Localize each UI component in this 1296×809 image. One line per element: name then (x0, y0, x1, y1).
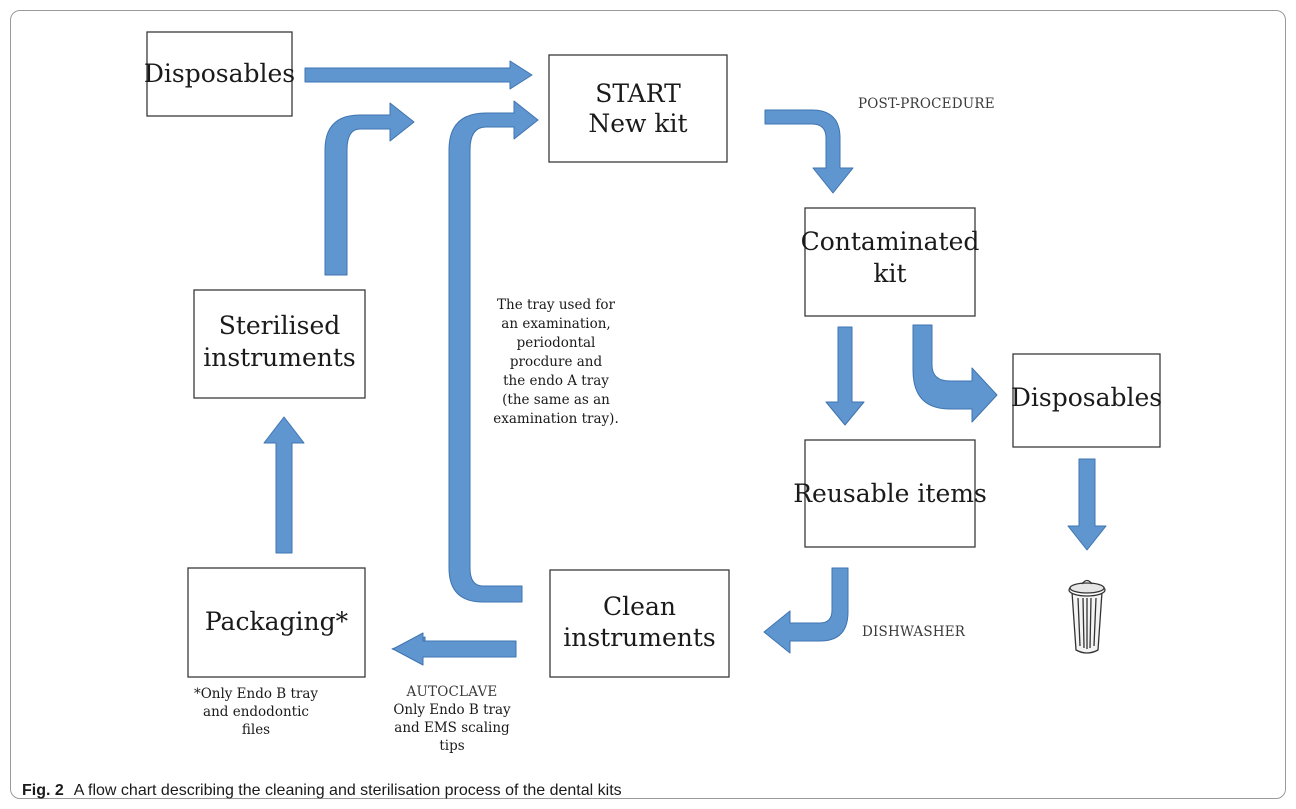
reusable-label: Reusable items (793, 479, 987, 508)
sterilised-sublabel: instruments (203, 343, 356, 372)
tray-note-line-1: The tray used for (497, 297, 615, 313)
arrow-sterilised-to-start (324, 102, 415, 276)
autoclave-note: AUTOCLAVE Only Endo B tray and EMS scali… (393, 684, 511, 754)
arrow-contaminated-to-reusable (825, 326, 865, 426)
tray-note-line-5: the endo A tray (503, 373, 609, 389)
figure-label: Fig. 2 (22, 782, 64, 799)
start-label: START (595, 79, 681, 108)
autoclave-line-3: and EMS scaling (394, 720, 510, 736)
autoclave-line-2: Only Endo B tray (393, 702, 511, 718)
clean-sublabel: instruments (563, 623, 716, 652)
contaminated-box (804, 207, 976, 317)
tray-note-line-6: (the same as an (502, 392, 610, 408)
arrow-start-to-contaminated (764, 109, 854, 194)
tray-note: The tray used for an examination, period… (493, 297, 618, 427)
arrow-clean-to-start-loop (448, 100, 539, 603)
start-box (548, 54, 728, 163)
packaging-note-line-3: files (242, 722, 270, 738)
clean-label: Clean (603, 592, 676, 621)
trash-bin-icon (1068, 579, 1106, 654)
arrow-reusable-to-clean (763, 567, 849, 654)
figure-caption: Fig. 2 A flow chart describing the cleani… (22, 782, 622, 800)
figure-caption-text: A flow chart describing the cleaning and… (73, 782, 622, 799)
tray-note-line-2: an examination, (501, 316, 610, 332)
arrow-clean-to-packaging-body (392, 632, 517, 666)
autoclave-line-1: AUTOCLAVE (406, 684, 498, 700)
arrow-packaging-to-sterilised (263, 416, 305, 554)
packaging-note: *Only Endo B tray and endodontic files (194, 686, 318, 738)
autoclave-line-4: tips (439, 738, 464, 754)
tray-note-line-4: procdure and (510, 354, 603, 370)
reusable-box (804, 439, 976, 548)
tray-note-line-3: periodontal (517, 335, 596, 351)
packaging-box (187, 567, 366, 678)
arrow-disposables-to-bin (1067, 458, 1107, 551)
tray-note-line-7: examination tray). (493, 411, 618, 427)
sterilised-box (193, 289, 366, 399)
dishwasher-label: DISHWASHER (862, 624, 966, 640)
disposables-right-box (1012, 353, 1161, 448)
disposables-right-label: Disposables (1011, 383, 1162, 412)
packaging-note-line-2: and endodontic (203, 704, 309, 720)
post-procedure-label: POST-PROCEDURE (858, 96, 995, 112)
disposables-top-box (146, 31, 293, 117)
sterilised-label: Sterilised (219, 311, 341, 340)
disposables-top-label: Disposables (144, 59, 295, 88)
contaminated-sublabel: kit (873, 259, 906, 288)
contaminated-label: Contaminated (801, 227, 980, 256)
clean-box (549, 569, 730, 678)
packaging-label: Packaging* (205, 607, 349, 636)
arrow-disposables-to-start (304, 60, 533, 90)
arrow-contaminated-to-disposables (912, 324, 998, 423)
start-sublabel: New kit (588, 109, 687, 138)
packaging-note-line-1: *Only Endo B tray (194, 686, 318, 702)
